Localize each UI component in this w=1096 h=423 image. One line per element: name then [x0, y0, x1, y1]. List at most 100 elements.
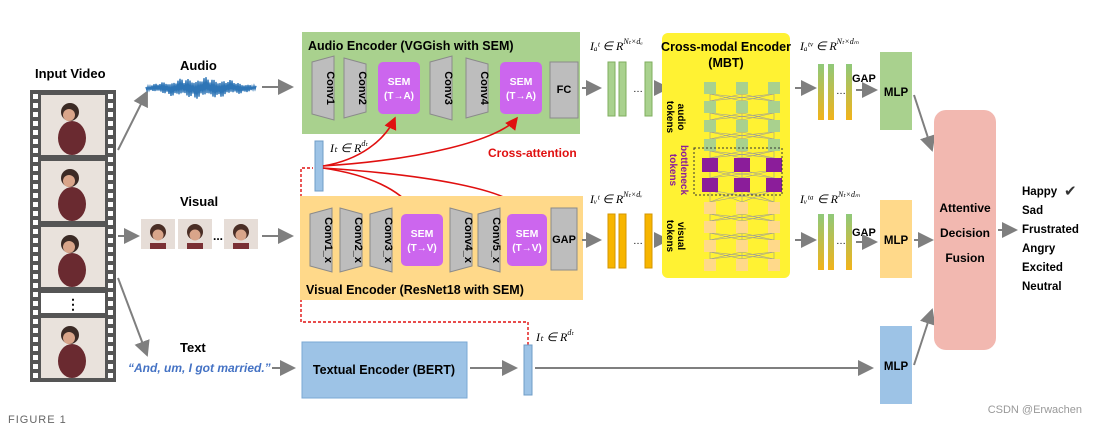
- visual-tokens-label-1: visual: [675, 222, 686, 251]
- sprocket-hole: [108, 346, 113, 351]
- visual-conv2-block: Conv2_x: [339, 207, 364, 273]
- modality-token: [704, 221, 716, 233]
- visual-sem1-label: SEM: [411, 228, 434, 240]
- bottleneck-tokens-label-1: bottleneck: [678, 145, 689, 195]
- visual-encoder-title: Visual Encoder (ResNet18 with SEM): [306, 283, 524, 297]
- visual-face-crops: [141, 219, 258, 249]
- emotion-item: Excited: [1022, 262, 1063, 274]
- audio-conv2-block: Conv2: [343, 57, 368, 119]
- visual-conv3-label: Conv3_x: [382, 217, 394, 264]
- attention-link: [709, 169, 775, 179]
- visual-sem2-sub: (T→V): [512, 243, 541, 254]
- audio-conv4-label: Conv4: [478, 71, 490, 106]
- sprocket-hole: [108, 130, 113, 135]
- sprocket-hole: [33, 139, 38, 144]
- svg-text:…: …: [633, 84, 643, 95]
- modality-token: [736, 82, 748, 94]
- visual-sem1-sub: (T→V): [407, 243, 436, 254]
- attention-link: [741, 112, 775, 121]
- sprocket-hole: [108, 211, 113, 216]
- bottleneck-frame: [693, 147, 783, 196]
- sprocket-hole: [33, 193, 38, 198]
- audio-mlp: MLP: [880, 52, 912, 130]
- sprocket-hole: [108, 292, 113, 297]
- audio-conv1-block: Conv1: [311, 55, 336, 121]
- audio-fc-label: FC: [557, 84, 572, 96]
- modality-token: [768, 240, 780, 252]
- sprocket-hole: [33, 94, 38, 99]
- sprocket-hole: [108, 139, 113, 144]
- audio-sem2-label: SEM: [510, 76, 533, 88]
- modality-token: [768, 139, 780, 151]
- modality-token: [768, 120, 780, 132]
- it-bottom-math: Iₜ ∈ Rdₜ: [535, 328, 574, 344]
- sprocket-hole: [33, 112, 38, 117]
- sprocket-hole: [33, 319, 38, 324]
- modality-token: [736, 221, 748, 233]
- sprocket-hole: [33, 265, 38, 270]
- modality-token: [736, 139, 748, 151]
- sprocket-hole: [108, 238, 113, 243]
- audio-conv2-label: Conv2: [356, 71, 368, 105]
- it-top-math: Iₜ ∈ Rdₜ: [329, 139, 368, 155]
- visual-conv5-block: Conv5_x: [477, 207, 502, 273]
- sprocket-hole: [33, 130, 38, 135]
- bottleneck-token: [702, 158, 718, 172]
- sprocket-hole: [108, 364, 113, 369]
- sprocket-hole: [108, 337, 113, 342]
- visual-conv5-label: Conv5_x: [490, 217, 502, 264]
- emotion-item: Angry: [1022, 243, 1056, 255]
- sprocket-hole: [33, 157, 38, 162]
- audio-sem2-sub: (T→A): [506, 91, 536, 102]
- svg-text:…: …: [836, 236, 846, 247]
- attention-link: [741, 150, 775, 159]
- audio-sem1-sub: (T→A): [384, 91, 414, 102]
- sprocket-hole: [33, 256, 38, 261]
- sprocket-hole: [108, 319, 113, 324]
- audio-encoder-title: Audio Encoder (VGGish with SEM): [308, 39, 514, 53]
- sprocket-hole: [33, 346, 38, 351]
- visual-conv1-label: Conv1_x: [322, 217, 334, 264]
- sprocket-hole: [33, 328, 38, 333]
- modality-token: [704, 82, 716, 94]
- sprocket-hole: [33, 103, 38, 108]
- modality-token: [768, 202, 780, 214]
- modality-token: [704, 120, 716, 132]
- attention-link: [709, 232, 775, 241]
- sprocket-hole: [108, 157, 113, 162]
- sprocket-hole: [108, 265, 113, 270]
- sprocket-hole: [33, 310, 38, 315]
- attention-link: [709, 150, 743, 159]
- iv-math: Iᵥᵗ ∈ RNₜ×dᵥ: [589, 190, 643, 206]
- sprocket-hole: [108, 328, 113, 333]
- audio-tokens-label-1: audio: [675, 104, 686, 131]
- audio-sem1-block: SEM (T→A): [378, 62, 420, 114]
- modality-token: [768, 101, 780, 113]
- sprocket-hole: [108, 166, 113, 171]
- frame-dots: ...: [213, 229, 223, 243]
- sprocket-hole: [33, 337, 38, 342]
- emotion-item: Happy: [1022, 186, 1058, 198]
- sprocket-hole: [33, 355, 38, 360]
- audio-fc-block: FC: [549, 61, 579, 119]
- sprocket-hole: [33, 364, 38, 369]
- attention-link: [709, 251, 775, 260]
- cross-attention-label: Cross-attention: [488, 146, 577, 160]
- modality-token: [768, 221, 780, 233]
- modality-token: [736, 120, 748, 132]
- text-feature-bar-top: [314, 140, 324, 192]
- attention-link: [709, 131, 775, 140]
- text-feature-bar-bottom: [523, 344, 533, 396]
- text-label: Text: [180, 340, 206, 355]
- attention-link: [709, 112, 775, 121]
- visual-gap-block: GAP: [550, 207, 578, 271]
- sprocket-hole: [108, 202, 113, 207]
- sprocket-hole: [108, 220, 113, 225]
- audio-sem1-label: SEM: [388, 76, 411, 88]
- modality-token: [704, 101, 716, 113]
- sprocket-hole: [33, 202, 38, 207]
- visual-conv3-block: Conv3_x: [369, 207, 394, 273]
- attention-link: [709, 93, 743, 102]
- attention-link: [741, 131, 775, 140]
